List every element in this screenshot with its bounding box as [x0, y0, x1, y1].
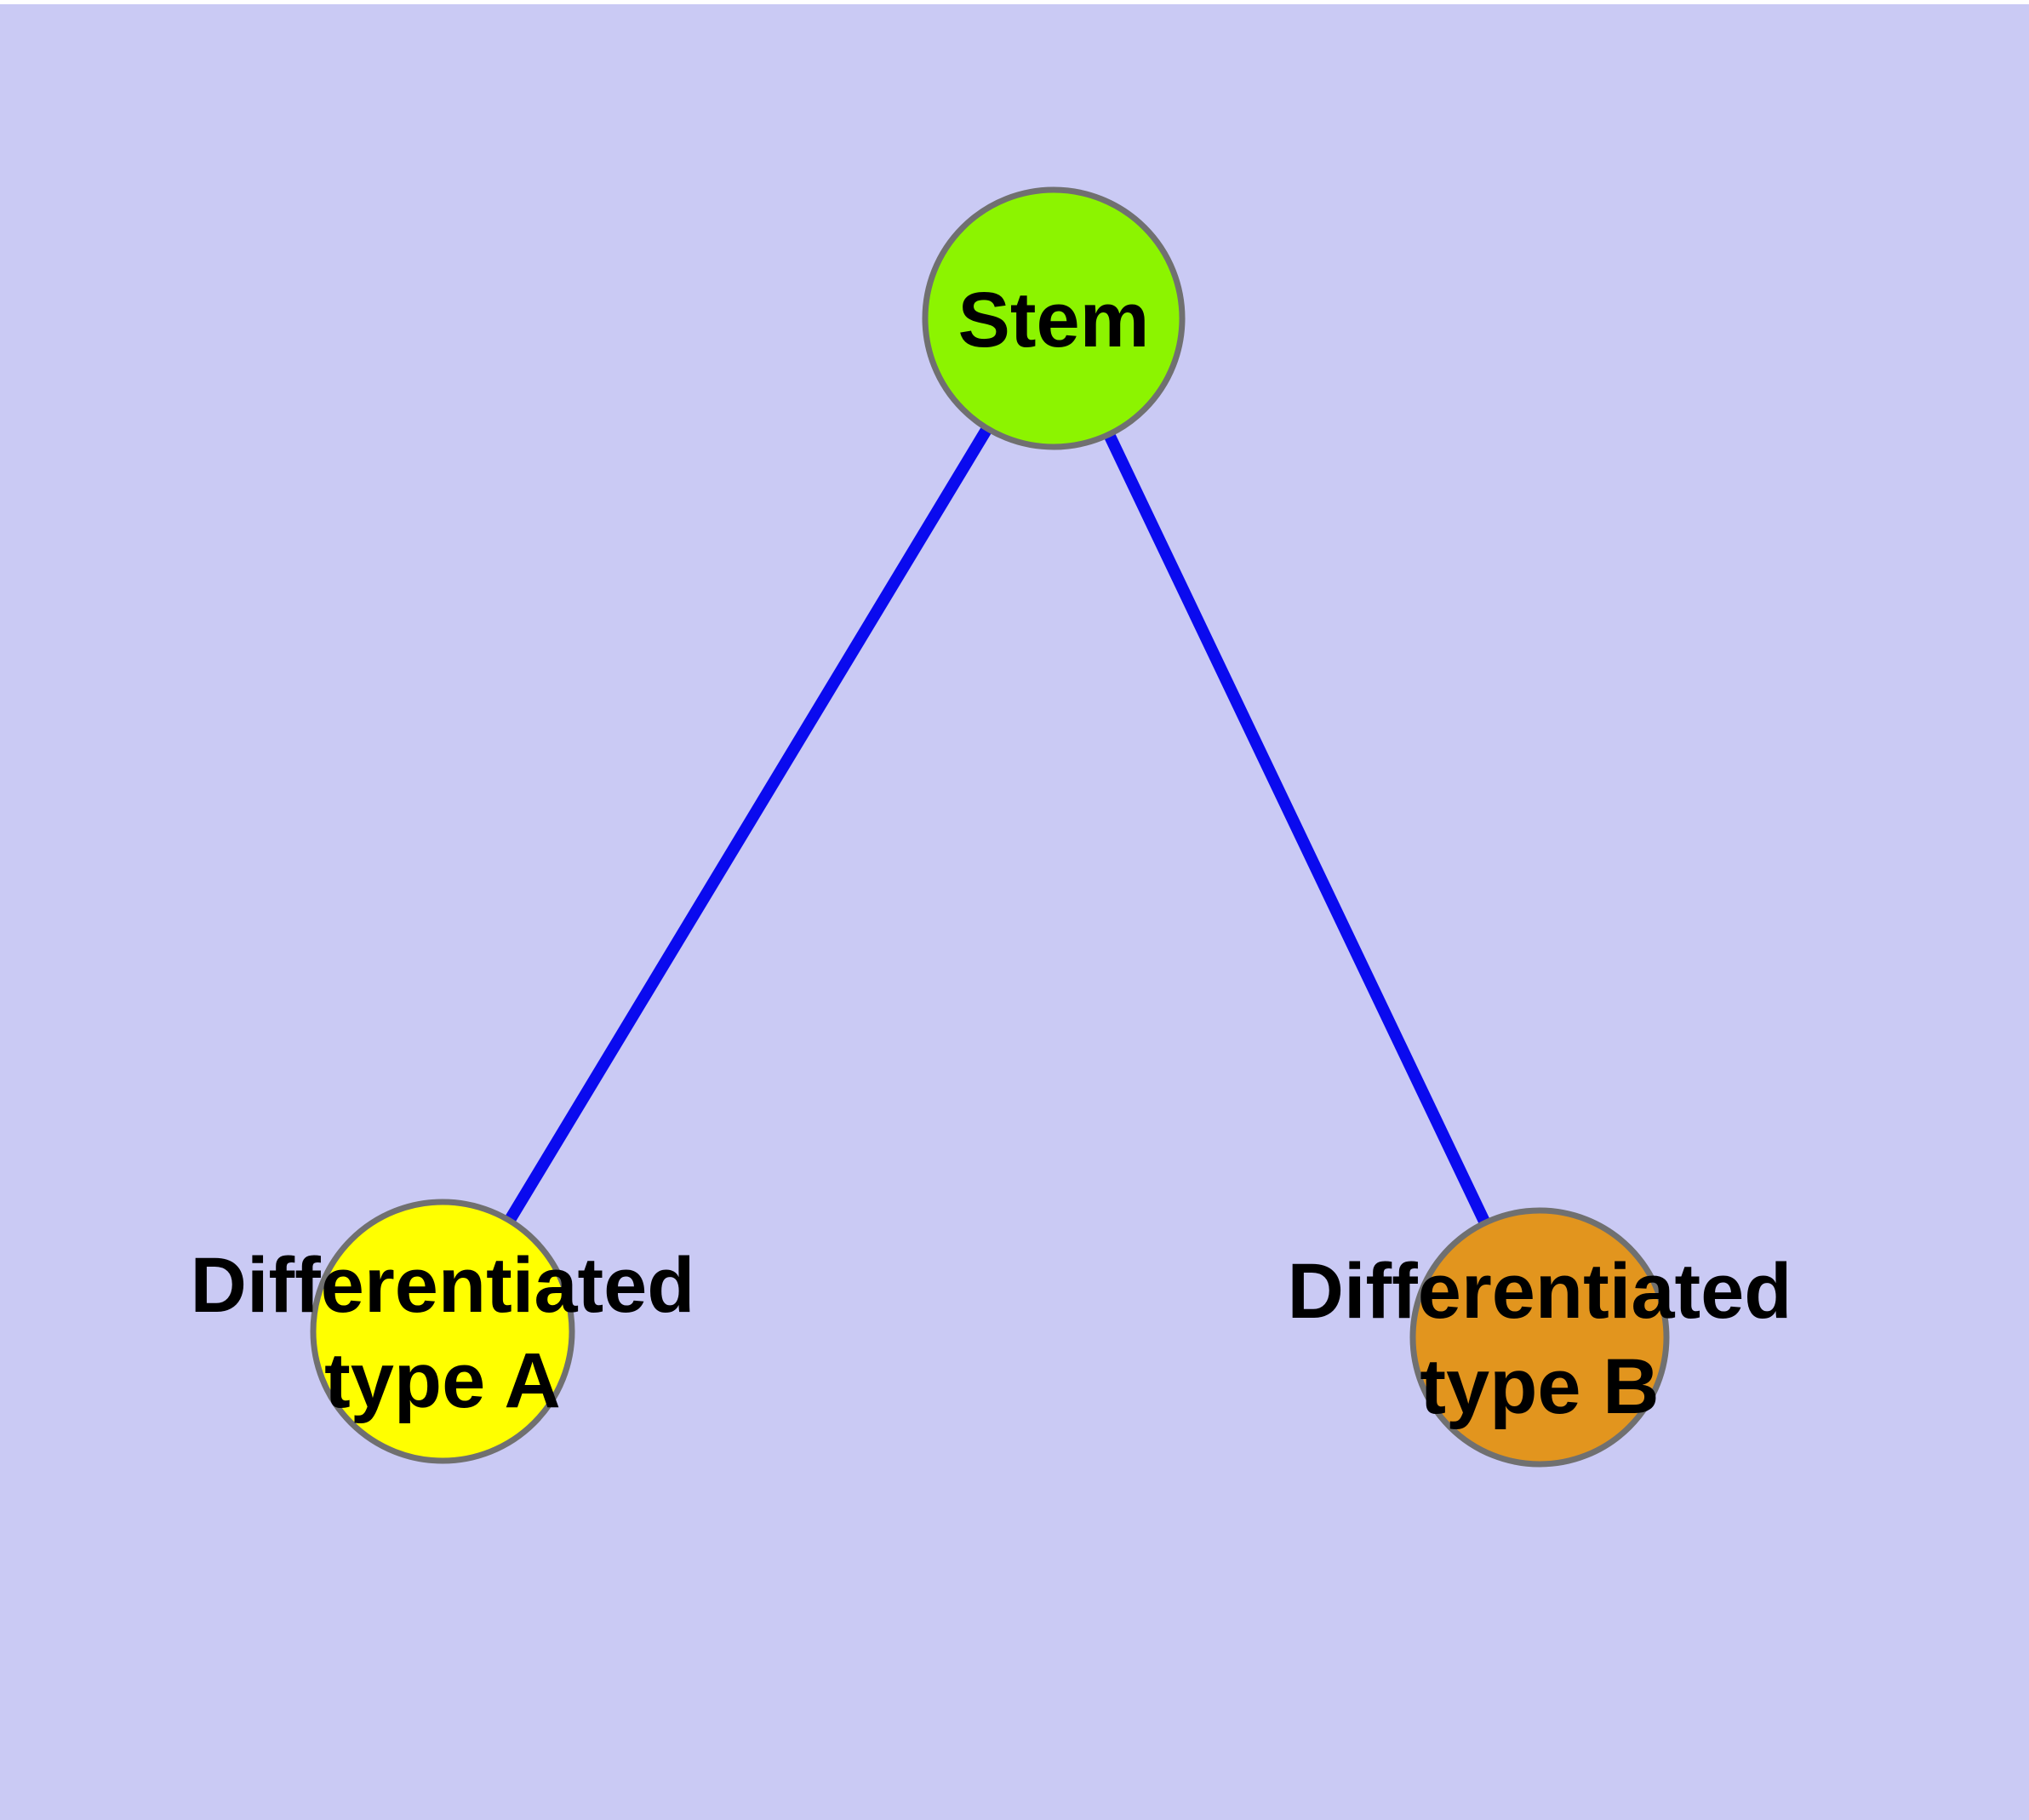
edge-stem-to-differentiated-type-a [437, 315, 1059, 1335]
node-label-stem: Stem [958, 277, 1150, 363]
node-differentiated-type-a [310, 1199, 575, 1464]
node-differentiated-type-b [1409, 1207, 1670, 1468]
window-top-border [0, 0, 2029, 4]
node-stem [922, 186, 1186, 450]
edge-stem-to-differentiated-type-b [1048, 315, 1546, 1341]
